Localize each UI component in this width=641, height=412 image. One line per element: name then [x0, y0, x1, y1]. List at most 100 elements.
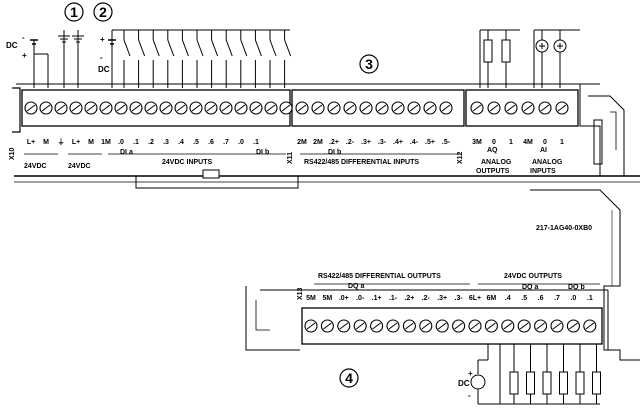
input-switch: [152, 30, 160, 88]
terminal-screw: [402, 319, 416, 333]
terminal-screw: [583, 319, 597, 333]
terminal-screw: [54, 101, 68, 115]
ai-title-1: ANALOG: [532, 159, 563, 166]
terminal-screw: [337, 319, 351, 333]
dq-b-label: DQ b: [568, 284, 585, 291]
diff-outputs-title: RS422/485 DIFFERENTIAL OUTPUTS: [318, 273, 441, 280]
terminal-label: 4M: [523, 139, 533, 146]
terminal-screw: [423, 101, 437, 115]
svg-text:2: 2: [99, 4, 107, 20]
terminal-screw: [174, 101, 188, 115]
terminal-screw: [470, 101, 484, 115]
connector-x10: X10: [9, 147, 16, 160]
terminal-label: .0+: [339, 295, 349, 302]
terminal-screw: [359, 101, 373, 115]
terminal-screw: [521, 101, 535, 115]
terminal-screw: [219, 101, 233, 115]
terminal-label: .0: [118, 139, 124, 146]
di-b-label: DI b: [256, 149, 269, 156]
terminal-screw: [452, 319, 466, 333]
terminal-label: .0-: [356, 295, 365, 302]
input-switch: [123, 30, 131, 88]
callout-2: 2: [93, 2, 113, 22]
output-load: [526, 344, 535, 404]
terminal-label: 3M: [472, 139, 482, 146]
outputs-title: 24VDC OUTPUTS: [504, 273, 562, 280]
terminal-label: .3+: [437, 295, 447, 302]
terminal-screw: [550, 319, 564, 333]
connector-x12: X12: [457, 151, 464, 164]
svg-text:1: 1: [70, 4, 78, 20]
input-switch: [225, 30, 233, 88]
ai-label: AI: [540, 147, 547, 154]
terminal-label: .4+: [393, 139, 403, 146]
input-switch: [138, 30, 146, 88]
terminal-label: M: [88, 139, 94, 146]
terminal-label: .5-: [442, 139, 451, 146]
terminal-screw: [279, 101, 293, 115]
terminal-label: 2M: [313, 139, 323, 146]
input-switch: [211, 30, 219, 88]
terminal-label: .3-: [455, 295, 464, 302]
aq-label: AQ: [487, 147, 498, 154]
part-number: 217-1AG40-0XB0: [536, 225, 592, 232]
terminal-label: 1: [509, 139, 513, 146]
terminal-label: 6L+: [469, 295, 481, 302]
terminal-label: .2: [148, 139, 154, 146]
terminal-screw: [189, 101, 203, 115]
aq-title-1: ANALOG: [481, 159, 512, 166]
terminal-label: L+: [72, 139, 80, 146]
terminal-label: .1: [253, 139, 259, 146]
callout-3: 3: [359, 54, 379, 74]
dc-plus: -: [22, 33, 25, 42]
terminal-screw: [391, 101, 405, 115]
aq-title-2: OUTPUTS: [476, 168, 510, 175]
terminal-label: .6: [538, 295, 544, 302]
terminal-screw: [311, 101, 325, 115]
terminal-screw: [353, 319, 367, 333]
terminal-screw: [327, 101, 341, 115]
terminal-screw: [39, 101, 53, 115]
terminal-screw: [295, 101, 309, 115]
terminal-label: .0: [238, 139, 244, 146]
terminal-screw: [129, 101, 143, 115]
dc-minus: +: [22, 51, 27, 60]
terminal-label: ⏚: [58, 138, 65, 146]
terminal-label: .2+: [404, 295, 414, 302]
terminal-screw: [370, 319, 384, 333]
group-24vdc-in: 24VDC: [24, 163, 47, 170]
ai-title-2: INPUTS: [530, 168, 556, 175]
input-supply-plus: +: [100, 35, 105, 44]
dc-supply-label: DC: [6, 41, 18, 50]
terminal-label: 5M: [323, 295, 333, 302]
terminal-label: .4: [178, 139, 184, 146]
terminal-label: .5: [193, 139, 199, 146]
terminal-screw: [555, 101, 569, 115]
diff-inputs-title: RS422/485 DIFFERENTIAL INPUTS: [304, 159, 419, 166]
terminal-label: .1: [133, 139, 139, 146]
terminal-label: 0: [492, 139, 496, 146]
terminal-label: .1: [587, 295, 593, 302]
terminal-label: .1-: [389, 295, 398, 302]
terminal-label: .3: [163, 139, 169, 146]
terminal-label: .2+: [329, 139, 339, 146]
input-switch: [254, 30, 262, 88]
terminal-screw: [304, 319, 318, 333]
terminal-label: .4: [505, 295, 511, 302]
terminal-screw: [144, 101, 158, 115]
terminal-label: 6M: [487, 295, 497, 302]
terminal-screw: [538, 101, 552, 115]
terminal-screw: [99, 101, 113, 115]
terminal-screw: [159, 101, 173, 115]
terminal-screw: [84, 101, 98, 115]
inputs-title: 24VDC INPUTS: [162, 159, 213, 166]
output-load: [575, 344, 585, 404]
terminal-screw: [501, 319, 515, 333]
terminal-screw: [375, 101, 389, 115]
terminal-label: .5: [521, 295, 527, 302]
terminal-label: 0: [543, 139, 547, 146]
terminal-label: .7: [223, 139, 229, 146]
connector-x13: X13: [297, 287, 304, 300]
input-supply-minus: -: [100, 53, 103, 62]
